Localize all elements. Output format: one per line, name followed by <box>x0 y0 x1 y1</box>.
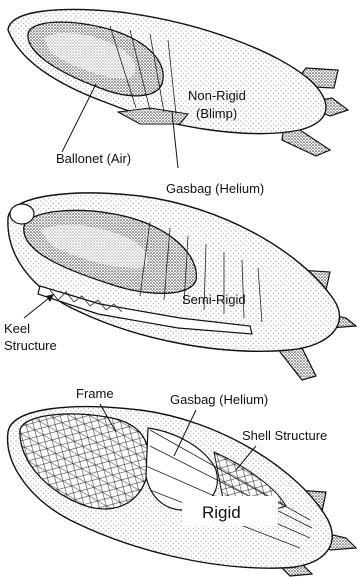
ballonet-leader <box>62 84 96 152</box>
keel-label-line2: Structure <box>4 338 57 353</box>
rigid-airship: Frame Gasbag (Helium) Shell Structure Ri… <box>8 386 356 576</box>
shell-label: Shell Structure <box>242 428 327 443</box>
semi-rigid-nose-cap <box>10 204 34 224</box>
semi-rigid-label: Semi-Rigid <box>182 292 246 307</box>
rigid-label: Rigid <box>202 503 241 522</box>
frame-label: Frame <box>76 386 114 401</box>
non-rigid-label-line1: Non-Rigid <box>188 88 246 103</box>
gasbag-rigid-label: Gasbag (Helium) <box>170 392 268 407</box>
gasbag-semi-label: Gasbag (Helium) <box>166 181 264 196</box>
keel-label-line1: Keel <box>4 321 30 336</box>
non-rigid-airship: Non-Rigid (Blimp) Ballonet (Air) <box>8 9 348 168</box>
ballonet-label: Ballonet (Air) <box>56 151 131 166</box>
non-rigid-label-line2: (Blimp) <box>196 106 237 121</box>
semi-rigid-airship: Gasbag (Helium) Semi-Rigid Keel Structur… <box>4 181 356 380</box>
